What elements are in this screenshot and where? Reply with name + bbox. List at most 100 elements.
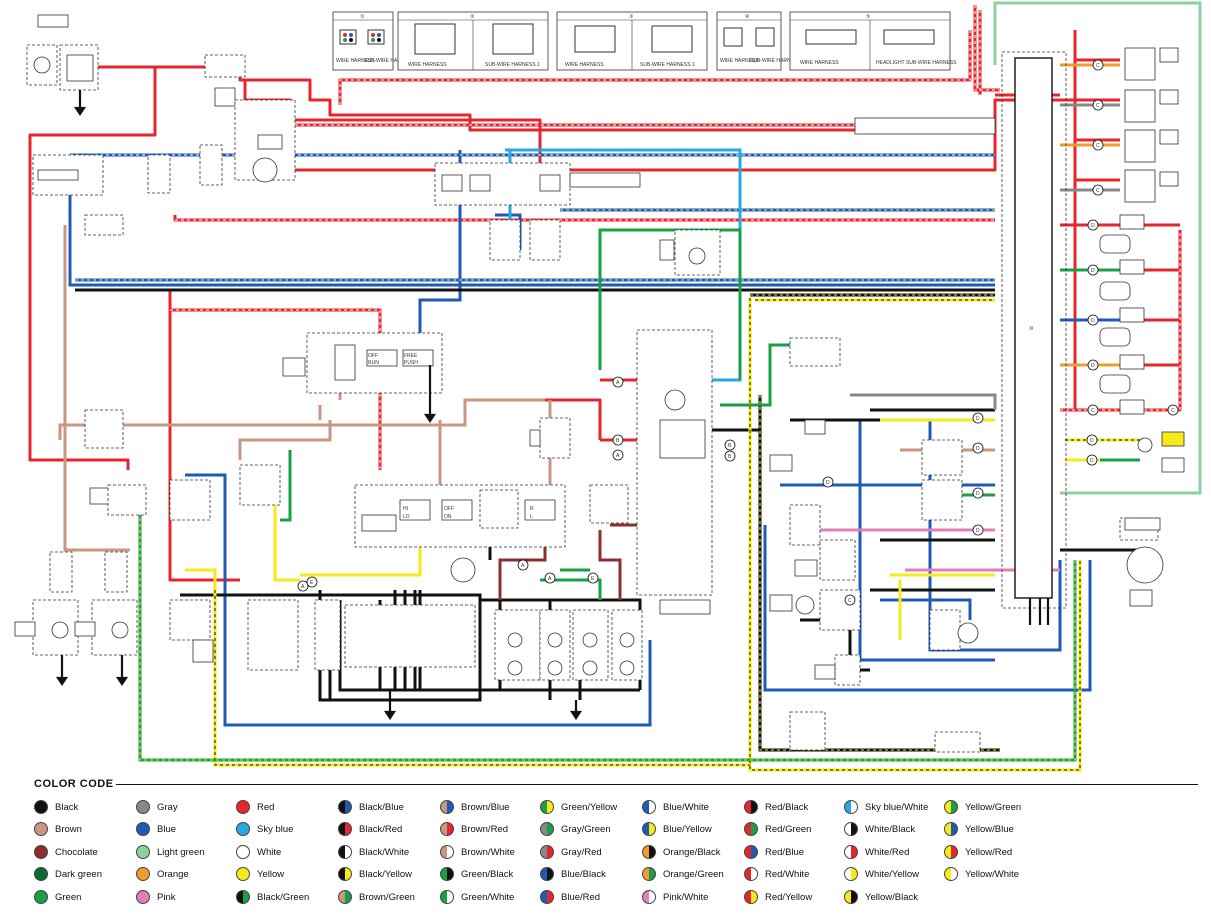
legend-label: Green/Black [461, 868, 514, 880]
letter-d-9: D [826, 480, 830, 486]
legend-label: Red/Blue [765, 846, 805, 858]
legend-item: Red/Black [744, 798, 808, 816]
letter-d-1: D [1091, 223, 1095, 229]
legend-label: Blue/Black [561, 868, 606, 880]
letter-a-1: A [616, 380, 620, 386]
legend-item: Gray [136, 798, 178, 816]
letter-c-4: C [1096, 188, 1100, 194]
connector-letters: A B A B B A E A A E C C C C D D D D C C … [297, 59, 1179, 606]
letter-c-2: C [1096, 103, 1100, 109]
yellow-wires [185, 298, 1140, 772]
connector-header-4-num: ④ [745, 14, 750, 20]
svg-text:⑩: ⑩ [1029, 326, 1034, 332]
legend-item: Blue/White [642, 798, 709, 816]
letter-d-7: D [976, 491, 980, 497]
legend-item: Green/Yellow [540, 798, 617, 816]
legend-item: Dark green [34, 865, 102, 883]
legend-rule [116, 784, 1198, 785]
legend-swatch [34, 890, 48, 904]
legend-swatch [338, 800, 352, 814]
letter-d-2: D [1091, 268, 1095, 274]
legend-item: Red [236, 798, 274, 816]
legend-swatch [236, 890, 250, 904]
legend-item: Light green [136, 843, 205, 861]
legend-label: Black/Yellow [359, 868, 412, 880]
connector-header-3-num: ③ [629, 14, 634, 20]
legend-item: Chocolate [34, 843, 98, 861]
switch-labels: OFF RUN FREE PUSH HI LO OFF ON R L [368, 353, 534, 520]
legend-item: Brown [34, 820, 82, 838]
letter-d-11: D [1090, 458, 1094, 464]
legend-swatch [338, 890, 352, 904]
legend-label: Black/Red [359, 823, 403, 835]
legend-label: Pink [157, 891, 176, 903]
legend-item: Red/Yellow [744, 888, 812, 906]
legend-swatch [440, 845, 454, 859]
legend-item: White/Black [844, 820, 915, 838]
letter-d-10: D [1090, 438, 1094, 444]
legend-swatch [338, 845, 352, 859]
legend-swatch [440, 867, 454, 881]
legend-label: Red/Black [765, 801, 809, 813]
legend-item: Orange/Black [642, 843, 721, 861]
connector-header-2-num: ② [470, 14, 475, 20]
legend-swatch [236, 800, 250, 814]
legend-label: Sky blue/White [865, 801, 929, 813]
legend-item: Red/Blue [744, 843, 804, 861]
legend-label: Yellow/White [965, 868, 1020, 880]
legend-item: Blue/Black [540, 865, 606, 883]
legend-swatch [236, 822, 250, 836]
legend-item: Brown/Green [338, 888, 415, 906]
legend-item: Black/Red [338, 820, 402, 838]
legend-swatch [642, 845, 656, 859]
connector-header-5-label-a: WIRE HARNESS [800, 60, 839, 66]
legend-label: White/Yellow [865, 868, 920, 880]
connector-header-5-label-b: HEADLIGHT SUB-WIRE HARNESS [876, 60, 957, 66]
legend-item: Pink/White [642, 888, 708, 906]
legend-swatch [440, 800, 454, 814]
legend-item: Yellow/Blue [944, 820, 1014, 838]
letter-d-5: D [976, 416, 980, 422]
legend-item: Sky blue/White [844, 798, 928, 816]
legend-swatch [944, 800, 958, 814]
legend-label: Blue/Yellow [663, 823, 712, 835]
connector-header-5: ⑤ WIRE HARNESS HEADLIGHT SUB-WIRE HARNES… [789, 11, 957, 71]
legend-swatch [540, 800, 554, 814]
legend-label: Orange/Green [663, 868, 724, 880]
legend-label: Yellow/Black [865, 891, 918, 903]
legend-swatch [136, 845, 150, 859]
legend-swatch [136, 822, 150, 836]
legend-label: Black/Blue [359, 801, 404, 813]
legend-swatch [540, 867, 554, 881]
letter-c-1: C [1096, 63, 1100, 69]
letter-b-3: B [728, 454, 732, 460]
legend-swatch [642, 822, 656, 836]
letter-b-1: B [616, 438, 620, 444]
legend-swatch [744, 845, 758, 859]
legend-label: Brown/Blue [461, 801, 510, 813]
letter-a-5: A [548, 576, 552, 582]
legend-item: Black/Blue [338, 798, 404, 816]
legend-swatch [136, 890, 150, 904]
legend-swatch [744, 890, 758, 904]
ground-symbols [55, 90, 1050, 720]
legend-label: Green/White [461, 891, 515, 903]
label-off2: OFF [444, 506, 454, 512]
legend-label: Green/Yellow [561, 801, 618, 813]
blue-wires [68, 150, 1120, 727]
legend-item: Brown/Red [440, 820, 508, 838]
legend-swatch [136, 867, 150, 881]
legend-swatch [944, 845, 958, 859]
legend-item: Blue/Red [540, 888, 600, 906]
legend-item: Red/White [744, 865, 809, 883]
legend-swatch [844, 845, 858, 859]
label-free: FREE [404, 353, 418, 359]
legend-label: Sky blue [257, 823, 294, 835]
legend-label: Brown/Green [359, 891, 415, 903]
connector-header-2-label-b: SUB-WIRE HARNESS 1 [485, 62, 540, 68]
legend-swatch [338, 822, 352, 836]
legend-label: Blue [157, 823, 177, 835]
legend-swatch [440, 890, 454, 904]
legend-label: Light green [157, 846, 205, 858]
connector-header-2-label-a: WIRE HARNESS [408, 62, 447, 68]
